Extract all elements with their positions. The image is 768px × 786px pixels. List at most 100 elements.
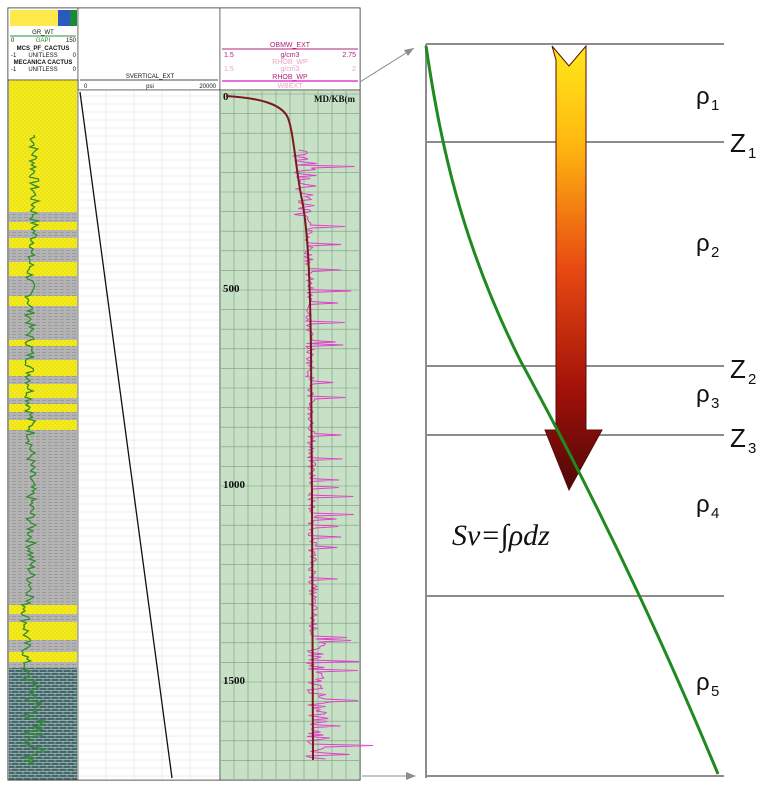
track3-curve2-unit: g/cm3 xyxy=(280,66,299,73)
layer-3-label: ρ 3 xyxy=(696,381,719,412)
boundary-z3-subscript: 3 xyxy=(748,440,756,457)
layer-5-symbol: ρ xyxy=(696,669,710,696)
track3-grid xyxy=(221,91,359,779)
track3-curve2-max: 2 xyxy=(352,66,356,73)
lithology-band xyxy=(9,614,77,622)
track1-header: GR_WT GAPI 0 150 MCS_PF_CACTUS UNITLESS … xyxy=(7,7,79,81)
layer-2-symbol: ρ xyxy=(696,230,710,257)
zoom-connector-bottom-head xyxy=(406,772,416,780)
track3-curve4-name: WBEXT xyxy=(278,83,304,90)
lithology-band xyxy=(9,360,77,376)
depth-tick-1500: 1500 xyxy=(223,675,246,687)
lithology-band xyxy=(9,222,77,230)
lithology-band xyxy=(9,640,77,652)
lithology-band xyxy=(9,652,77,662)
layer-1-symbol: ρ xyxy=(696,83,710,110)
track3-curve1-name: OBMW_EXT xyxy=(270,42,311,49)
lithology-band xyxy=(9,276,77,296)
track2-range-max: 20000 xyxy=(199,84,216,90)
lithology-band xyxy=(9,420,77,430)
lithology-band xyxy=(9,430,77,605)
track3-header: OBMW_EXT 1.5 g/cm3 2.75 RHOB_WP 1.5 g/cm… xyxy=(219,7,361,91)
layer-4-subscript: 4 xyxy=(711,505,719,522)
layer-2-subscript: 2 xyxy=(711,244,719,261)
track3-curve1-min: 1.5 xyxy=(224,52,234,59)
lithology-band xyxy=(9,230,77,238)
track2-curve-name: SVERTICAL_EXT xyxy=(126,74,175,80)
layer-1-label: ρ 1 xyxy=(696,83,719,114)
track1-curve2-min: 0 xyxy=(11,38,15,44)
lithology-band xyxy=(9,340,77,346)
layer-1-subscript: 1 xyxy=(711,97,719,114)
lithology-band xyxy=(9,346,77,360)
lithology-band xyxy=(9,306,77,340)
track3-curve3-name: RHOB_WP xyxy=(272,74,308,81)
track1-curve4-min: -1 xyxy=(11,67,17,73)
boundary-z1-symbol: Z xyxy=(730,128,746,158)
track1-curve3-max: 0 xyxy=(73,53,77,59)
sand-swatch xyxy=(10,10,58,26)
depth-tick-1000: 1000 xyxy=(223,479,246,491)
boundary-z1-subscript: 1 xyxy=(748,145,756,162)
track1-curve4-max: 0 xyxy=(73,67,77,73)
lithology-band xyxy=(9,248,77,262)
well-log-panel: GR_WT GAPI 0 150 MCS_PF_CACTUS UNITLESS … xyxy=(7,7,416,781)
track2-body xyxy=(77,89,221,781)
zoom-connector-top-head xyxy=(404,48,414,56)
zoom-connector-top xyxy=(359,47,415,83)
boundary-z2-label: Z 2 xyxy=(730,354,756,388)
track3-body: MD/KB(m 0 500 1000 1500 xyxy=(219,89,373,781)
overburden-pressure-line xyxy=(79,91,173,779)
layer-5-label: ρ 5 xyxy=(696,669,719,700)
lithology-band xyxy=(9,384,77,398)
track1-curve4-name: MECANICA CACTUS xyxy=(14,60,73,66)
layer-2-label: ρ 2 xyxy=(696,230,719,261)
lithology-band xyxy=(9,412,77,420)
track1-curve3-name: MCS_PF_CACTUS xyxy=(17,46,70,52)
track1-lithology-column xyxy=(9,80,77,780)
limestone-swatch xyxy=(58,10,70,26)
lithology-band xyxy=(9,376,77,384)
boundary-z2-subscript: 2 xyxy=(748,371,756,388)
lithology-band xyxy=(9,296,77,306)
vertical-stress-formula: Sv=∫ρdz xyxy=(452,519,550,554)
track3-curve1-unit: g/cm3 xyxy=(280,52,299,59)
track1-curve2-name: GAPI xyxy=(36,38,51,44)
lithology-band xyxy=(9,605,77,614)
track1-curve1-name: GR_WT xyxy=(32,30,54,36)
lithology-band xyxy=(9,404,77,412)
lithology-band xyxy=(9,398,77,404)
layer-4-symbol: ρ xyxy=(696,491,710,518)
boundary-z3-symbol: Z xyxy=(730,423,746,453)
lithology-band xyxy=(9,662,77,668)
lithology-band xyxy=(9,622,77,640)
track3-curve1-max: 2.75 xyxy=(342,52,356,59)
layer-5-subscript: 5 xyxy=(711,683,719,700)
density-log-curve xyxy=(292,149,373,760)
boundary-z3-label: Z 3 xyxy=(730,423,756,457)
schematic-panel: Sv=∫ρdz ρ 1 ρ 2 ρ 3 ρ 4 ρ 5 Z 1 Z 2 xyxy=(424,43,756,778)
track2-grid xyxy=(79,91,219,779)
depth-arrow xyxy=(544,44,603,492)
track1-curve3-unit: UNITLESS xyxy=(28,53,57,59)
layer-3-symbol: ρ xyxy=(696,381,710,408)
track1-curve3-min: -1 xyxy=(11,53,17,59)
layer-4-label: ρ 4 xyxy=(696,491,719,522)
track2-range-min: 0 xyxy=(84,84,88,90)
track3-curve2-name: RHOB_WP xyxy=(272,59,308,66)
track1-curve2-max: 150 xyxy=(66,38,77,44)
track1-curve4-unit: UNITLESS xyxy=(28,67,57,73)
boundary-z2-symbol: Z xyxy=(730,354,746,384)
boundary-z1-label: Z 1 xyxy=(730,128,756,162)
gamma-ray-curve xyxy=(19,134,48,766)
lithology-band xyxy=(9,212,77,222)
shale-swatch xyxy=(70,10,77,26)
track2-header: SVERTICAL_EXT 0 psi 20000 xyxy=(77,7,221,91)
vertical-stress-curve xyxy=(424,45,720,775)
depth-tick-500: 500 xyxy=(223,283,240,295)
depth-axis-label: MD/KB(m xyxy=(314,94,355,104)
lithology-band xyxy=(9,262,77,276)
track2-unit: psi xyxy=(146,84,154,90)
lithology-band xyxy=(9,238,77,248)
